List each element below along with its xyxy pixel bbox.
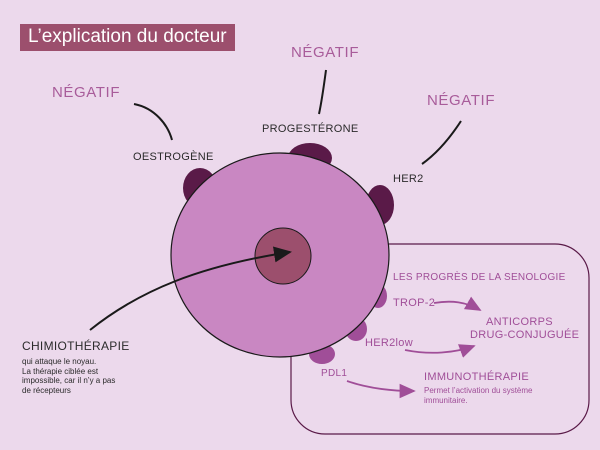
chemo-line-1: qui attaque le noyau.	[22, 357, 97, 366]
pdl1-label: PDL1	[321, 368, 348, 379]
adc-line-1: ANTICORPS	[486, 316, 553, 328]
progesterone-status: NÉGATIF	[291, 44, 360, 61]
page-title: L’explication du docteur	[20, 24, 235, 51]
her2low-label: HER2low	[365, 337, 413, 349]
immunotherapy-label: IMMUNOTHÉRAPIE	[424, 371, 530, 383]
trop2-label: TROP-2	[393, 297, 436, 309]
chemo-line-4: de récepteurs	[22, 385, 71, 395]
senologie-header: LES PROGRÈS DE LA SENOLOGIE	[393, 272, 566, 283]
oestrogene-label: OESTROGÈNE	[133, 151, 214, 163]
connector-progesterone	[318, 69, 327, 115]
adc-line-2: DRUG-CONJUGUÉE	[470, 329, 580, 341]
chemo-title: CHIMIOTHÉRAPIE	[22, 339, 130, 353]
her2-label: HER2	[393, 173, 424, 185]
connector-her2	[421, 120, 462, 165]
chemo-line-2: La thérapie ciblée est	[22, 366, 99, 376]
chemo-line-3: impossible, car il n’y a pas	[22, 376, 116, 385]
connector-oestrogene	[133, 103, 173, 141]
her2low-arrow	[404, 344, 476, 358]
pdl1-arrow	[346, 380, 416, 399]
immuno-desc-1: Permet l’activation du système	[424, 386, 533, 395]
progesterone-label: PROGESTÉRONE	[262, 123, 359, 135]
trop2-arrow	[433, 296, 482, 311]
immunotherapy-description: Permet l’activation du système immunitai…	[424, 386, 533, 405]
oestrogene-status: NÉGATIF	[52, 84, 121, 101]
her2-status: NÉGATIF	[427, 92, 496, 109]
immuno-desc-2: immunitaire.	[424, 395, 468, 405]
chemo-arrow	[89, 246, 292, 331]
chemo-description: qui attaque le noyau. La thérapie ciblée…	[22, 357, 115, 395]
